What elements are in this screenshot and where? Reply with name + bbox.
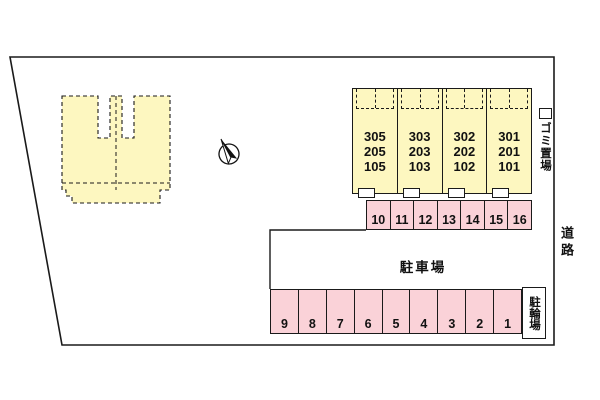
stall-number: 12: [418, 213, 433, 227]
room-number: 201: [498, 144, 520, 159]
building-unit-3: 302 202 102: [441, 89, 487, 198]
room-number: 101: [498, 159, 520, 174]
apartment-building: 305 205 105 303 203 103 302 202 102: [352, 88, 532, 198]
building-unit-1: 305 205 105: [353, 89, 397, 198]
room-number: 103: [408, 159, 431, 174]
stall-number: 10: [371, 213, 386, 227]
balcony-outline: [356, 89, 394, 109]
entrance-box: [447, 188, 465, 198]
stall-number: 5: [392, 317, 400, 331]
parking-row-lower: 9 8 7 6 5 4 3 2 1: [270, 289, 522, 334]
parking-stall-5: 5: [381, 290, 410, 333]
parking-stall-14: 14: [460, 201, 484, 229]
stall-number: 2: [476, 317, 484, 331]
parking-stall-15: 15: [483, 201, 508, 229]
garbage-area: ゴミ置場: [537, 108, 553, 172]
entrance-box: [492, 188, 510, 198]
entrance-box: [358, 188, 375, 198]
parking-area-label: 駐車場: [399, 260, 447, 275]
room-number: 302: [453, 129, 476, 144]
room-number: 105: [364, 159, 386, 174]
entrance-box: [402, 188, 420, 198]
site-boundary: [9, 56, 555, 346]
stall-number: 15: [489, 213, 504, 227]
parking-stall-13: 13: [436, 201, 461, 229]
garbage-area-label: ゴミ置場: [539, 122, 551, 172]
room-number: 202: [453, 144, 476, 159]
stall-number: 7: [336, 317, 344, 331]
stall-number: 3: [448, 317, 456, 331]
parking-stall-7: 7: [325, 290, 354, 333]
room-number: 303: [408, 129, 431, 144]
compass-icon: [218, 138, 240, 165]
parking-stall-4: 4: [409, 290, 438, 333]
stall-number: 6: [364, 317, 372, 331]
parking-stall-6: 6: [353, 290, 382, 333]
parking-stall-1: 1: [493, 290, 522, 333]
room-number-stack: 302 202 102: [443, 129, 487, 174]
stall-number: 8: [308, 317, 316, 331]
driveway-line: [269, 229, 366, 289]
building-unit-4: 301 201 101: [486, 89, 531, 198]
parking-stall-3: 3: [437, 290, 466, 333]
room-number-stack: 303 203 103: [398, 129, 442, 174]
stall-number: 9: [280, 317, 288, 331]
parking-stall-9: 9: [271, 290, 298, 333]
balcony-outline: [490, 89, 528, 109]
parking-stall-10: 10: [367, 201, 390, 229]
room-number-stack: 305 205 105: [353, 129, 397, 174]
stall-number: 4: [420, 317, 428, 331]
stall-number: 16: [512, 213, 527, 227]
balcony-outline: [400, 89, 439, 109]
room-number-stack: 301 201 101: [487, 129, 531, 174]
room-number: 203: [408, 144, 431, 159]
room-number: 102: [453, 159, 476, 174]
room-number: 205: [364, 144, 386, 159]
bicycle-parking-label: 駐輪場: [528, 295, 540, 331]
parking-stall-2: 2: [465, 290, 494, 333]
stall-number: 14: [465, 213, 480, 227]
room-number: 301: [498, 129, 520, 144]
parking-stall-12: 12: [413, 201, 437, 229]
parking-row-upper: 10 11 12 13 14 15 16: [366, 200, 532, 230]
garbage-box-icon: [538, 108, 552, 119]
parking-stall-8: 8: [297, 290, 326, 333]
balcony-outline: [445, 89, 484, 109]
building-unit-2: 303 203 103: [396, 89, 442, 198]
stall-number: 11: [395, 213, 409, 227]
stall-number: 1: [504, 317, 512, 331]
bicycle-parking-box: 駐輪場: [522, 287, 546, 339]
parking-stall-11: 11: [389, 201, 414, 229]
stall-number: 13: [442, 213, 456, 227]
parking-stall-16: 16: [507, 201, 532, 229]
left-building-outline: [61, 95, 171, 204]
room-number: 305: [364, 129, 386, 144]
road-label: 道路: [559, 226, 574, 260]
